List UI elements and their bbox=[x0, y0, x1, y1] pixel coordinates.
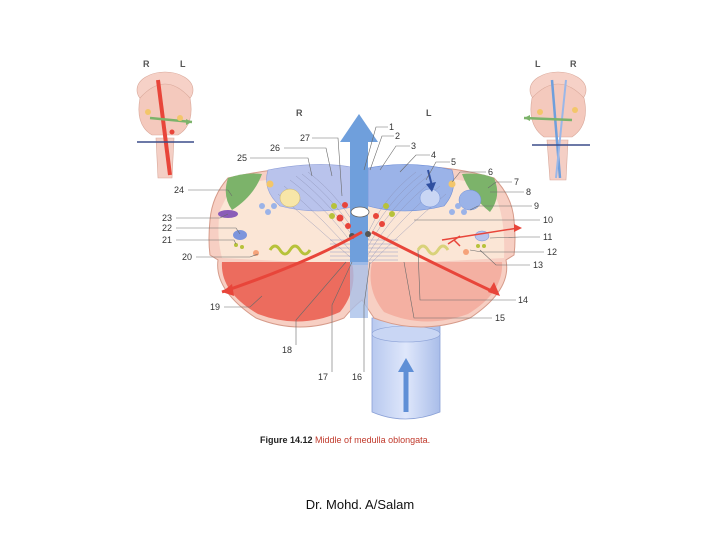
callout-7: 7 bbox=[514, 177, 519, 187]
figure-caption-label: Figure 14.12 bbox=[260, 435, 313, 445]
medulla-cross-section: R L bbox=[208, 108, 522, 420]
callout-17: 17 bbox=[318, 372, 328, 382]
callout-3: 3 bbox=[411, 141, 416, 151]
callout-5: 5 bbox=[451, 157, 456, 167]
callout-8: 8 bbox=[526, 187, 531, 197]
callout-23: 23 bbox=[162, 213, 172, 223]
left-brainstem-inset: R L bbox=[136, 59, 194, 179]
side-label: R bbox=[296, 108, 303, 118]
callout-21: 21 bbox=[162, 235, 172, 245]
callout-19: 19 bbox=[210, 302, 220, 312]
figure-caption: Figure 14.12 Middle of medulla oblongata… bbox=[260, 435, 430, 445]
callout-25: 25 bbox=[237, 153, 247, 163]
callout-1: 1 bbox=[389, 122, 394, 132]
callout-27: 27 bbox=[300, 133, 310, 143]
callout-numbers: 1 2 3 4 5 6 7 8 9 10 11 12 13 14 15 16 1… bbox=[162, 122, 557, 382]
callout-20: 20 bbox=[182, 252, 192, 262]
side-label: R bbox=[143, 59, 150, 69]
callout-10: 10 bbox=[543, 215, 553, 225]
callout-2: 2 bbox=[395, 131, 400, 141]
author-footer: Dr. Mohd. A/Salam bbox=[305, 497, 415, 512]
side-label: L bbox=[180, 59, 186, 69]
side-label: L bbox=[535, 59, 541, 69]
figure-caption-text: Middle of medulla oblongata. bbox=[315, 435, 431, 445]
side-label: L bbox=[426, 108, 432, 118]
side-label: R bbox=[570, 59, 577, 69]
callout-14: 14 bbox=[518, 295, 528, 305]
callout-9: 9 bbox=[534, 201, 539, 211]
callout-12: 12 bbox=[547, 247, 557, 257]
callout-24: 24 bbox=[174, 185, 184, 195]
callout-15: 15 bbox=[495, 313, 505, 323]
callout-26: 26 bbox=[270, 143, 280, 153]
callout-11: 11 bbox=[543, 232, 552, 242]
leader-lines bbox=[176, 126, 544, 372]
callout-22: 22 bbox=[162, 223, 172, 233]
callout-6: 6 bbox=[488, 167, 493, 177]
callout-13: 13 bbox=[533, 260, 543, 270]
callout-16: 16 bbox=[352, 372, 362, 382]
callout-4: 4 bbox=[431, 150, 436, 160]
right-brainstem-inset: L R bbox=[523, 59, 590, 181]
callout-18: 18 bbox=[282, 345, 292, 355]
